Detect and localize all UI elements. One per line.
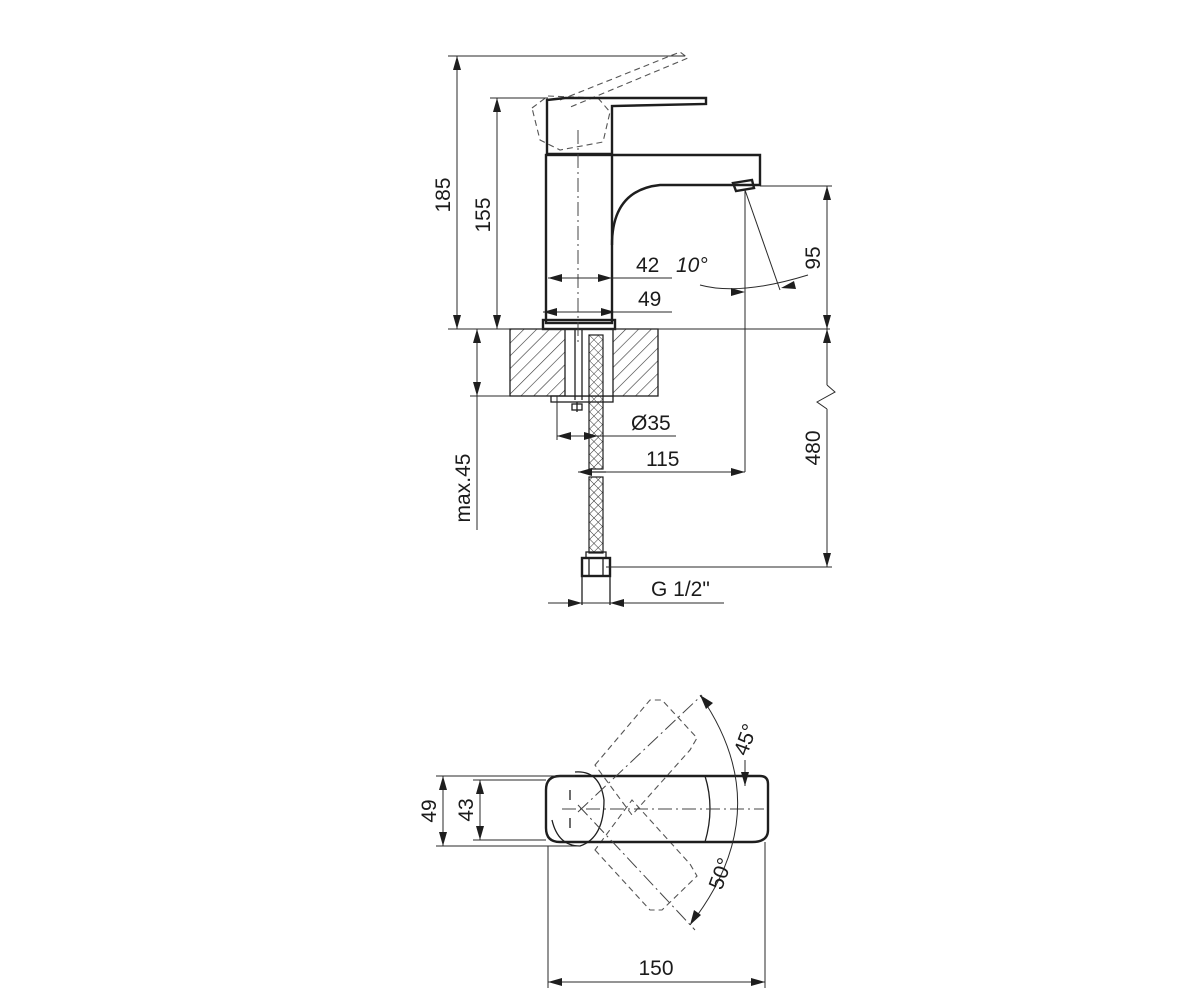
dim-spout-reach: 115 <box>578 448 745 476</box>
top-view: 45° 50° 49 43 150 <box>418 694 770 988</box>
dim-43-label: 43 <box>455 798 478 821</box>
dim-155-label: 155 <box>472 197 495 232</box>
faucet-body <box>541 96 762 412</box>
dim-counter-thickness: max.45 <box>452 328 510 530</box>
dim-49-side-label: 49 <box>638 288 661 311</box>
dim-95-label: 95 <box>802 246 825 269</box>
dim-150-label: 150 <box>638 957 673 980</box>
rotation-arc: 45° 50° <box>689 694 762 926</box>
top-lever-ghost-positions <box>594 699 698 911</box>
dim-45deg-label: 45° <box>730 721 762 759</box>
top-body-outline <box>544 771 770 847</box>
dim-top-width-43: 43 <box>455 779 546 841</box>
top-centerlines <box>562 694 764 931</box>
dim-49-top-label: 49 <box>418 799 441 822</box>
dim-50deg-label: 50° <box>705 855 737 893</box>
dim-hole-diameter: Ø35 <box>556 396 676 440</box>
dim-115-label: 115 <box>646 448 679 471</box>
dim-spout-height: 155 <box>472 97 548 329</box>
dim-185-label: 185 <box>432 177 455 212</box>
lever-ghost-positions <box>531 51 690 151</box>
dim-spout-angle: 10° <box>676 189 809 472</box>
dim-spout-clearance: 95 <box>760 185 832 329</box>
dim-body-width-42: 42 <box>548 254 672 282</box>
dim-connection-thread: G 1/2" <box>548 578 724 607</box>
dim-total-height: 185 <box>432 55 830 330</box>
dim-480-label: 480 <box>802 430 825 465</box>
side-view: 185 155 42 49 <box>432 51 836 607</box>
dim-42-label: 42 <box>636 254 659 277</box>
dim-hose-length: 480 <box>606 329 836 568</box>
dim-base-width-49: 49 <box>543 288 672 316</box>
countertop-section <box>509 328 659 397</box>
dim-g12-label: G 1/2" <box>651 578 710 601</box>
dim-top-width-49: 49 <box>418 775 580 847</box>
dim-max45-label: max.45 <box>452 454 475 523</box>
dim-top-length-150: 150 <box>547 842 766 988</box>
dim-10deg-label: 10° <box>676 254 708 277</box>
dim-d35-label: Ø35 <box>631 412 671 435</box>
